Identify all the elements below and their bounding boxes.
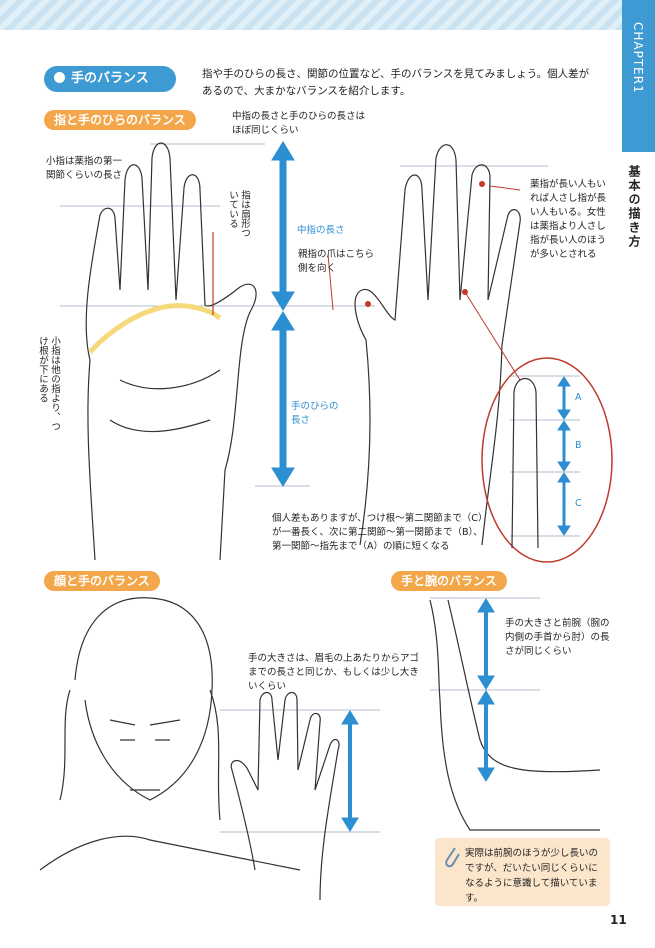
note-face-hand: 手の大きさは、眉毛の上あたりからアゴまでの長さと同じか、もしくは少し大きいくらい <box>248 653 420 692</box>
note-pinky: 小指は薬指の第一関節くらいの長さ <box>46 156 123 181</box>
face-outline <box>74 597 213 801</box>
eyebrows <box>109 719 181 726</box>
tip-text: 実際は前腕のほうが少し長いのですが、だいたい同じくらいになるように意識して描いて… <box>465 848 599 904</box>
intro-text: 指や手のひらの長さ、関節の位置など、手のバランスを見てみましょう。個人差があるの… <box>202 68 590 97</box>
arrowhead <box>477 598 495 613</box>
palm-crease <box>119 369 221 390</box>
bullet-dot-icon <box>54 72 65 83</box>
arm-outline <box>447 599 601 773</box>
zoom-finger-drawing <box>511 377 539 549</box>
finger-base-highlight <box>88 303 222 354</box>
hair-strand <box>209 689 221 821</box>
arrowhead <box>341 710 359 725</box>
measurement-arrows <box>271 141 571 832</box>
section-label-hand-arm: 手と腕のバランス <box>391 571 507 591</box>
arrowhead <box>557 525 571 536</box>
arrowhead <box>557 461 571 472</box>
side-title: 基本の描き方 <box>627 165 641 249</box>
finger-zoom-circle <box>481 357 613 563</box>
palm-crease <box>109 419 211 433</box>
arrowhead <box>557 420 571 431</box>
callout-line <box>327 253 334 311</box>
label-palm-length: 手のひらの長さ <box>291 401 339 426</box>
palm-hand-drawing <box>85 142 257 561</box>
chapter-tab: CHAPTER1 <box>622 0 655 152</box>
note-hand-arm: 手の大きさと前腕（腕の内側の手首から肘）の長さが同じくらい <box>505 618 610 657</box>
section-label-finger-palm: 指と手のひらのバランス <box>44 110 196 130</box>
arrowhead <box>271 141 295 161</box>
main-heading-text: 手のバランス <box>71 71 149 86</box>
main-heading: 手のバランス <box>44 66 176 92</box>
arrowhead <box>477 767 495 782</box>
joint-label-b: B <box>575 440 582 451</box>
palm-outline <box>85 142 257 561</box>
arrowhead <box>477 675 495 690</box>
note-thumb-nail: 親指の爪はこちら側を向く <box>298 249 375 274</box>
note-fan: 指は扇形ついている <box>227 190 250 238</box>
page-number: 11 <box>610 913 627 927</box>
arrowhead <box>271 291 295 311</box>
arm-drawing <box>429 599 601 831</box>
paperclip-icon <box>445 847 460 868</box>
callout-line <box>489 185 521 191</box>
section-label-face-hand: 顔と手のバランス <box>44 571 160 591</box>
chapter-tab-label: CHAPTER1 <box>631 22 645 94</box>
arrowhead <box>557 376 571 387</box>
back-hand-drawing <box>354 144 521 546</box>
note-ring-finger: 薬指が長い人もいれば人さし指が長い人もいる。女性は薬指より人さし指が長い人のほう… <box>530 179 607 260</box>
joint-label-a: A <box>575 392 582 403</box>
arrowhead <box>341 817 359 832</box>
tip-box: 実際は前腕のほうが少し長いのですが、だいたい同じくらいになるように意識して描いて… <box>435 838 610 906</box>
arrowhead <box>271 467 295 487</box>
callout-line <box>464 291 521 381</box>
hair-strand <box>59 689 71 801</box>
note-pinky-base: 小指は他の指より、つけ根が下にある <box>37 336 60 431</box>
note-joints: 個人差もありますが、つけ根～第二関節まで（C）が一番長く、次に第二関節～第一関節… <box>272 513 488 552</box>
arrowhead <box>557 409 571 420</box>
arm-outline <box>429 599 600 831</box>
back-hand-outline <box>354 144 521 546</box>
raised-hand-drawing <box>230 691 340 901</box>
ring-finger-marker <box>479 181 485 187</box>
shoulders <box>39 835 301 871</box>
face-drawing <box>39 597 301 871</box>
arrowhead <box>271 311 295 331</box>
joint-label-c: C <box>575 498 582 509</box>
arrowhead <box>477 690 495 705</box>
label-middle-length: 中指の長さ <box>297 225 345 236</box>
thumb-nail-marker <box>365 301 371 307</box>
top-stripe-bar <box>0 0 655 30</box>
arrowhead <box>557 472 571 483</box>
note-middle-palm: 中指の長さと手のひらの長さはほぼ同じくらい <box>232 111 366 136</box>
